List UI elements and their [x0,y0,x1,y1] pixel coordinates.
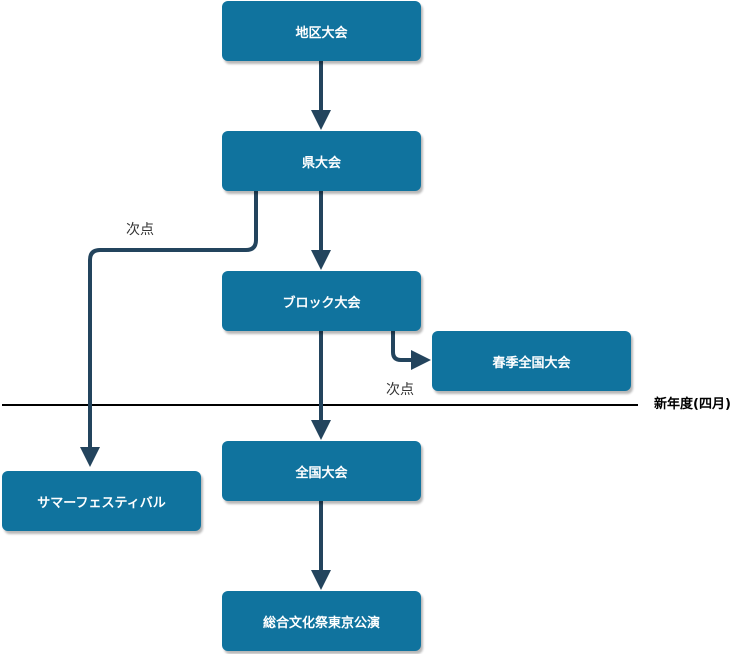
node-prefecture-tournament-label: 県大会 [301,155,341,171]
node-national-tournament[interactable]: 全国大会 [222,441,421,501]
node-block-tournament[interactable]: ブロック大会 [222,271,421,331]
edge-label-runner-up-left: 次点 [126,222,154,238]
edge-label-runner-up-right: 次点 [386,382,414,398]
node-spring-national-tournament-label: 春季全国大会 [492,355,571,371]
node-prefecture-tournament[interactable]: 県大会 [222,131,421,191]
node-district-tournament[interactable]: 地区大会 [222,1,421,61]
node-national-tournament-label: 全国大会 [295,465,348,481]
edge-prefecture-to-summer-festival [80,191,258,467]
edge-block-to-spring-national [391,331,431,370]
node-spring-national-tournament[interactable]: 春季全国大会 [432,331,631,391]
node-summer-festival-label: サマーフェスティバル [37,495,166,511]
node-tokyo-performance[interactable]: 総合文化祭東京公演 [222,591,421,651]
node-summer-festival[interactable]: サマーフェスティバル [2,471,201,531]
node-district-tournament-label: 地区大会 [295,25,348,41]
node-block-tournament-label: ブロック大会 [282,295,361,311]
divider-label-new-year: 新年度(四月) [654,397,731,412]
node-tokyo-performance-label: 総合文化祭東京公演 [262,615,380,631]
